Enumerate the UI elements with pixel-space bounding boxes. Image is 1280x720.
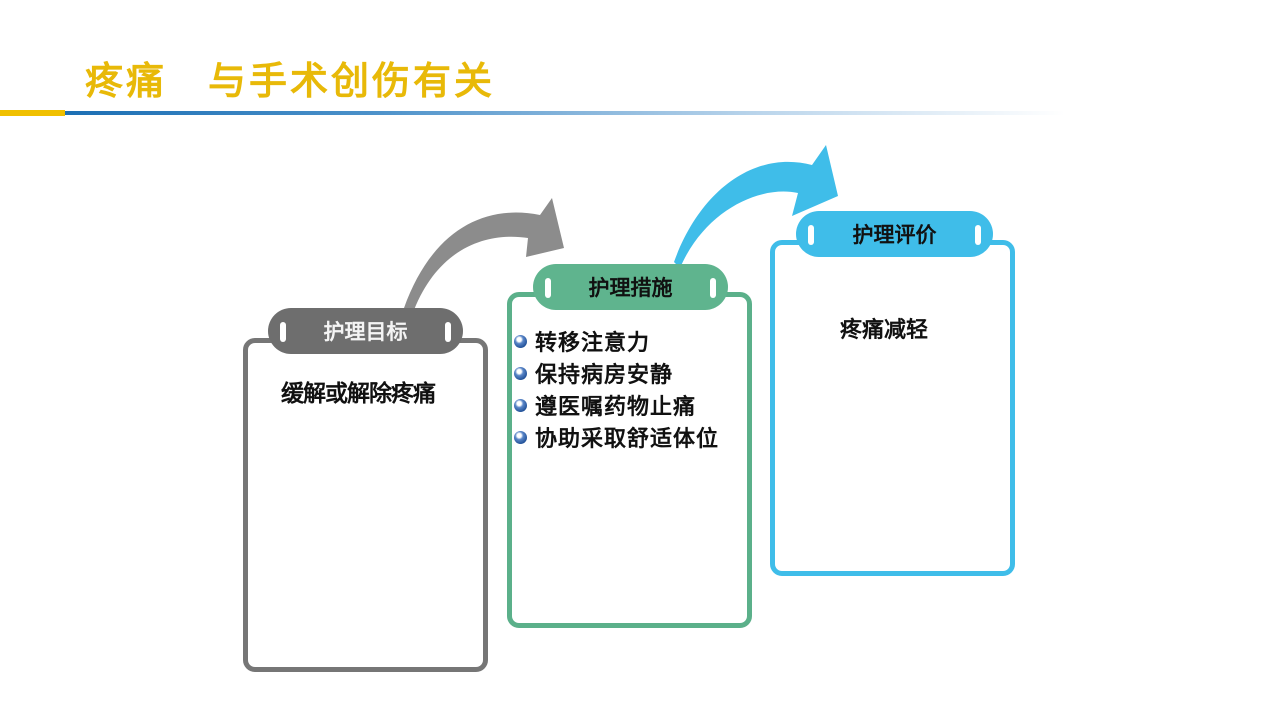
bullet-icon [514, 430, 527, 444]
list-item: 保持病房安静 [514, 357, 719, 389]
measures-to-evaluation-arrow [674, 145, 838, 268]
evaluation-card [770, 240, 1015, 576]
measure-item-text: 保持病房安静 [535, 362, 674, 388]
measures-list: 转移注意力 保持病房安静 遵医嘱药物止痛 协助采取舒适体位 [514, 325, 719, 453]
measure-item-text: 转移注意力 [535, 330, 651, 356]
slide-title: 疼痛 与手术创伤有关 [85, 58, 496, 103]
list-item: 遵医嘱药物止痛 [514, 389, 719, 421]
title-rule-accent [0, 110, 65, 116]
goal-tab: 护理目标 [268, 308, 463, 354]
list-item: 协助采取舒适体位 [514, 421, 719, 453]
list-item: 转移注意力 [514, 325, 719, 357]
bullet-icon [514, 334, 527, 348]
bullet-icon [514, 366, 527, 380]
measures-card [507, 292, 752, 628]
evaluation-tab: 护理评价 [796, 211, 993, 257]
measures-tab-label: 护理措施 [588, 275, 673, 300]
goal-card [243, 338, 488, 672]
evaluation-content: 疼痛减轻 [840, 317, 929, 343]
measures-tab: 护理措施 [533, 264, 728, 310]
goal-content: 缓解或解除疼痛 [281, 381, 436, 407]
measure-item-text: 协助采取舒适体位 [535, 426, 720, 452]
goal-tab-label: 护理目标 [323, 319, 408, 344]
title-rule-gradient [65, 111, 1065, 115]
bullet-icon [514, 398, 527, 412]
evaluation-tab-label: 护理评价 [852, 222, 937, 247]
goal-to-measures-arrow [404, 198, 564, 310]
measure-item-text: 遵医嘱药物止痛 [535, 394, 697, 420]
